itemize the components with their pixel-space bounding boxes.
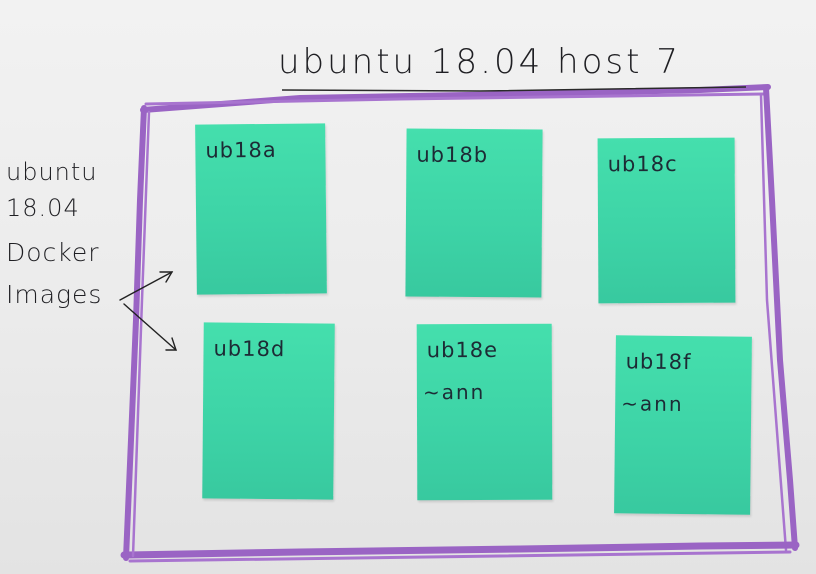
sticky-note-ub18a: ub18a <box>195 123 327 295</box>
note-sublabel: ~ann <box>621 391 684 417</box>
sticky-note-ub18b: ub18b <box>405 128 543 298</box>
sticky-note-ub18c: ub18c <box>597 137 736 304</box>
arrow-lower <box>123 303 177 351</box>
side-label-line-3: Docker <box>6 238 100 267</box>
note-label: ub18c <box>607 151 678 177</box>
arrow-upper <box>119 271 174 301</box>
note-label: ub18e <box>426 337 499 363</box>
host-title: ubuntu 18.04 host 7 <box>278 42 681 82</box>
note-label: ub18f <box>625 349 692 375</box>
side-label-line-2: 18.04 <box>6 194 80 222</box>
title-underline <box>281 86 747 92</box>
sticky-note-ub18d: ub18d <box>202 322 335 500</box>
note-label: ub18d <box>213 336 286 362</box>
side-label-line-4: Images <box>6 280 103 309</box>
note-label: ub18a <box>205 137 277 163</box>
side-label-line-1: ubuntu <box>6 158 98 186</box>
note-sublabel: ~ann <box>422 379 486 405</box>
sticky-note-ub18f: ub18f ~ann <box>614 335 752 515</box>
sticky-note-ub18e: ub18e ~ann <box>416 323 553 501</box>
note-label: ub18b <box>416 142 489 168</box>
